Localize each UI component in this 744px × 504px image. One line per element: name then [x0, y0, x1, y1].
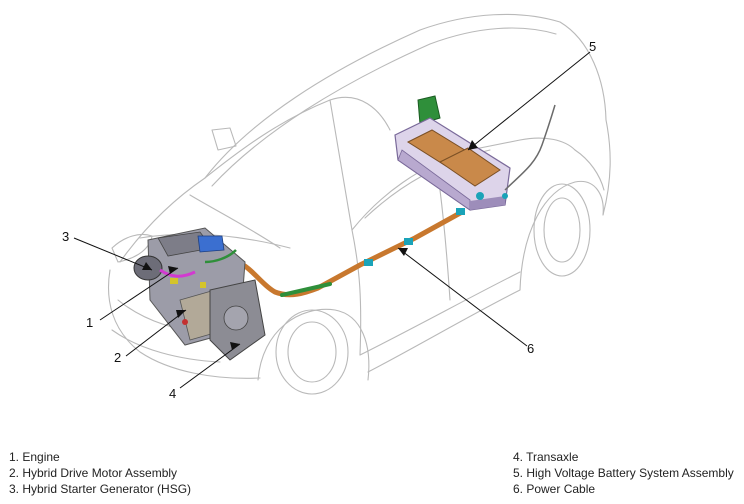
power-cable — [235, 208, 465, 298]
callout-6: 6 — [527, 341, 534, 356]
arrow-heads — [142, 140, 478, 350]
callout-5: 5 — [589, 39, 596, 54]
callout-4: 4 — [169, 386, 176, 401]
cable-clip — [364, 259, 373, 266]
battery-system — [394, 95, 556, 211]
leader-lines — [73, 51, 591, 389]
legend-item-transaxle: 4. Transaxle — [513, 450, 579, 464]
legend-item-hsg: 3. Hybrid Starter Generator (HSG) — [9, 482, 192, 496]
legend-item-drive-motor: 2. Hybrid Drive Motor Assembly — [9, 466, 178, 480]
callout-1: 1 — [86, 315, 93, 330]
cable-clip — [404, 238, 413, 245]
legend-left-column: 1. Engine 2. Hybrid Drive Motor Assembly… — [9, 449, 191, 497]
legend-item-power-cable: 6. Power Cable — [513, 482, 596, 496]
vehicle-outline — [107, 13, 611, 395]
callout-2: 2 — [114, 350, 121, 365]
legend-right-column: 4. Transaxle 5. High Voltage Battery Sys… — [513, 449, 734, 497]
hybrid-system-diagram: 3 1 2 4 5 6 — [62, 13, 611, 401]
cable-clip — [456, 208, 465, 215]
legend-item-battery-system: 5. High Voltage Battery System Assembly — [513, 466, 734, 480]
powertrain — [133, 227, 266, 361]
callout-3: 3 — [62, 229, 69, 244]
legend-item-engine: 1. Engine — [9, 450, 60, 464]
